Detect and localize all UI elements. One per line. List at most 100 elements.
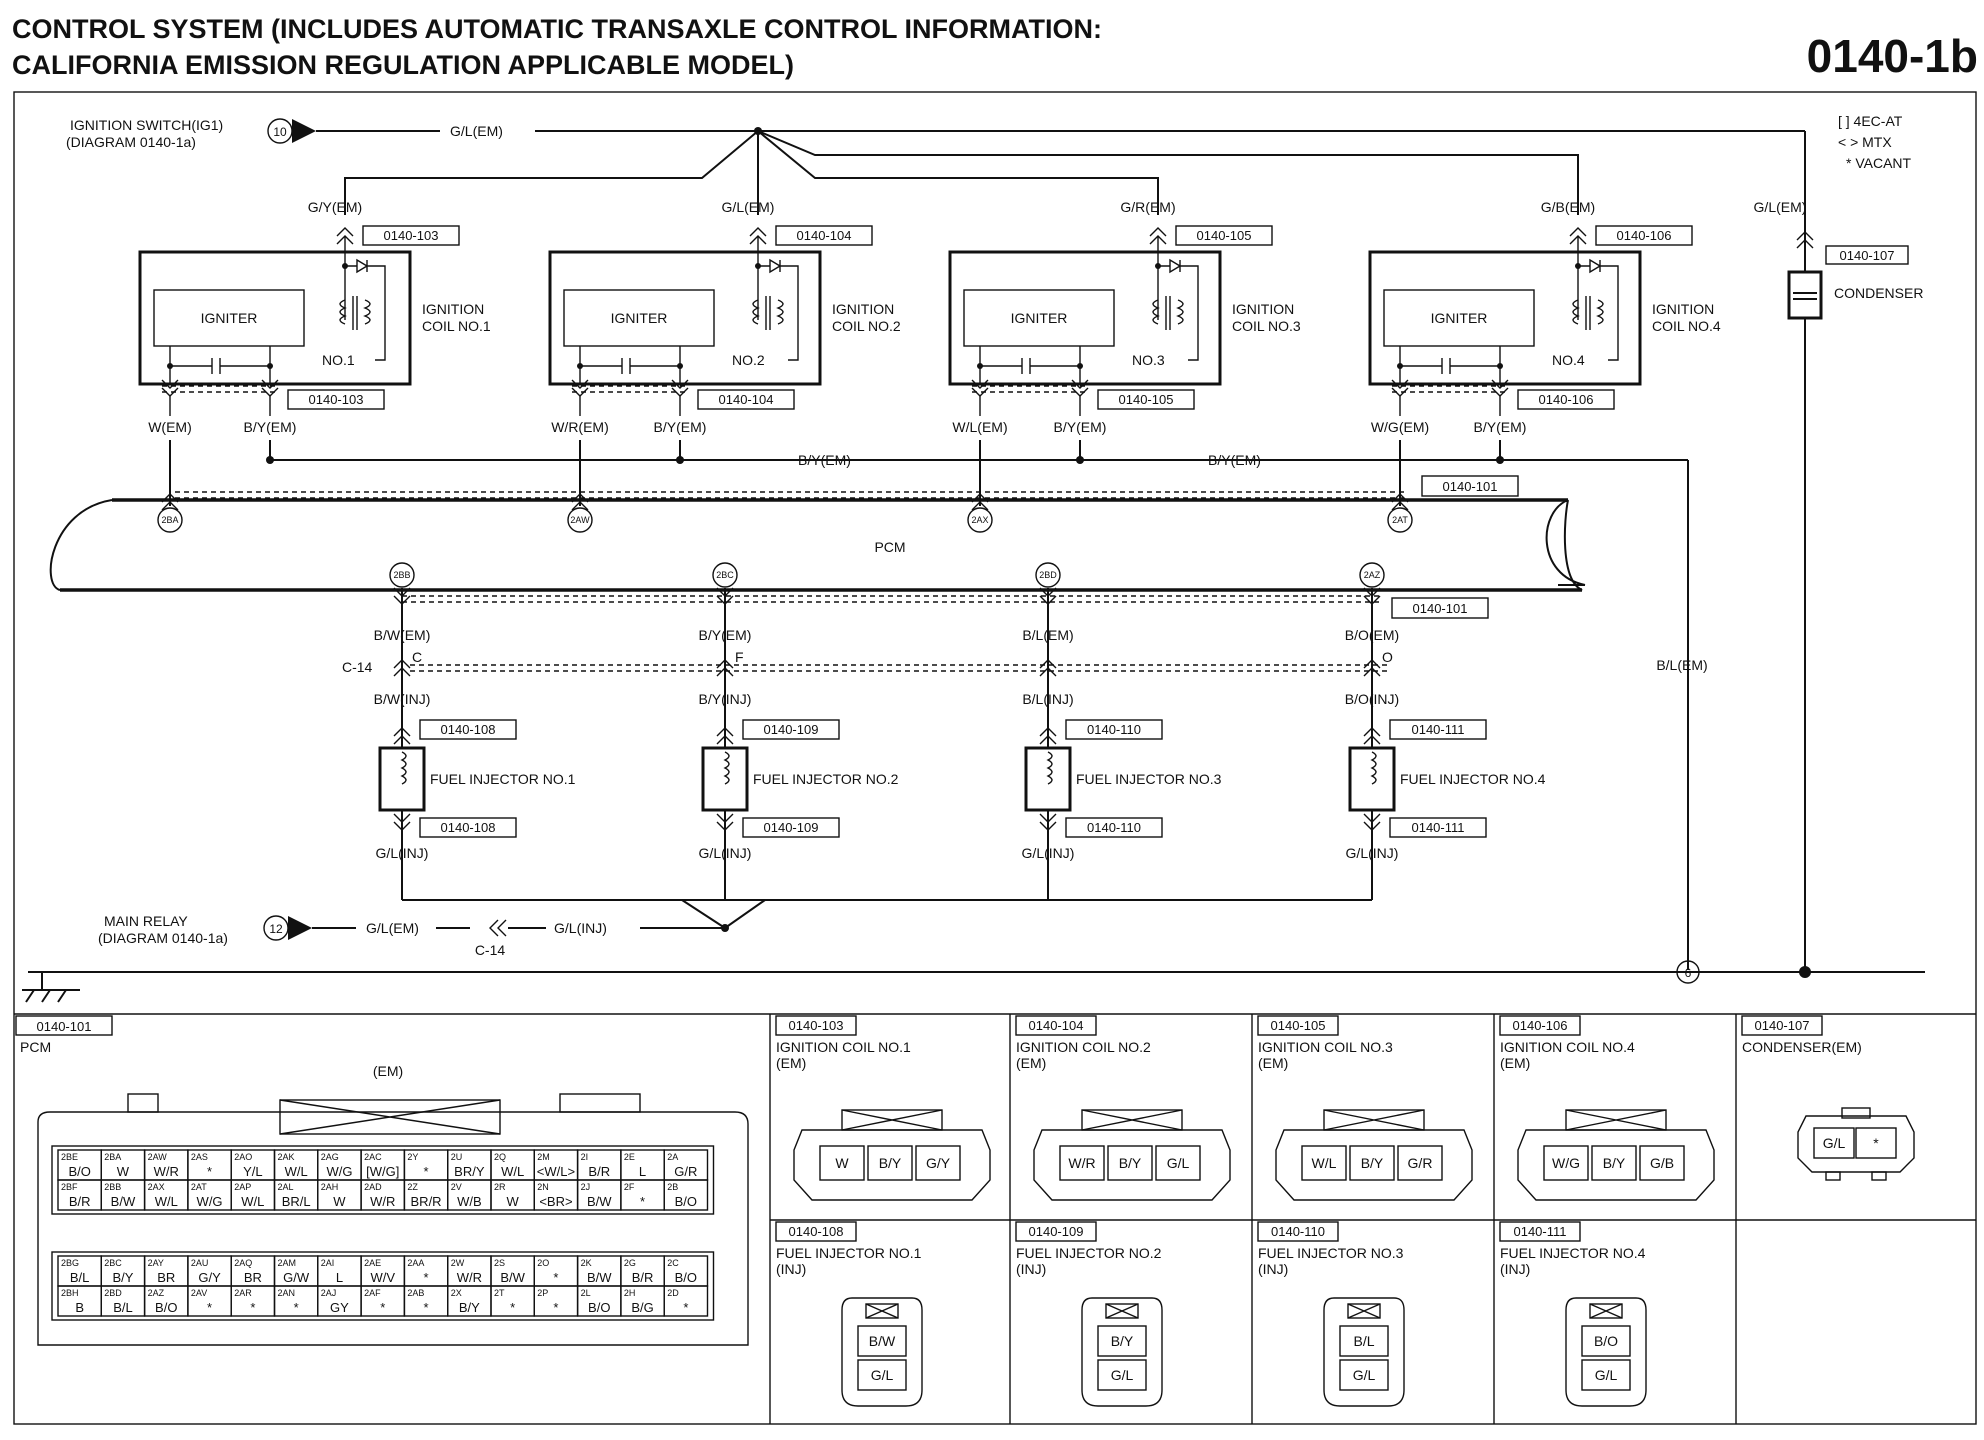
pcm-pin-2q: 2QW/L bbox=[490, 1149, 535, 1181]
injector-plug-shell bbox=[1081, 1297, 1163, 1407]
pcm-pin-number: 2AU bbox=[191, 1258, 209, 1268]
main-relay-arrow-icon bbox=[288, 916, 312, 940]
pcm-pin-color: B/W bbox=[500, 1270, 525, 1285]
igniter-label: IGNITER bbox=[1011, 310, 1068, 326]
pcm-pin-number: 2H bbox=[624, 1288, 636, 1298]
igniter-capacitor-icon bbox=[1400, 358, 1500, 374]
pcm-pin-number: 2BE bbox=[61, 1152, 78, 1162]
injector-bottom-conn-box bbox=[419, 817, 517, 838]
pcm-pin-number: 2AH bbox=[321, 1182, 339, 1192]
pcm-pin-color: W/B bbox=[457, 1194, 482, 1209]
pcm-pin-2y: 2Y* bbox=[403, 1149, 449, 1181]
pcm-pin-color: G/R bbox=[674, 1164, 697, 1179]
coil-top-conn-id: 0140-104 bbox=[797, 228, 852, 243]
injector-top-conn-id: 0140-111 bbox=[1411, 722, 1464, 737]
coil-number-label: NO.4 bbox=[1552, 352, 1585, 368]
pcm-pin-color: W/L bbox=[241, 1194, 264, 1209]
pcm-pin-number: 2T bbox=[494, 1288, 505, 1298]
pcm-pin-color: * bbox=[553, 1270, 558, 1285]
diagram-number: 0140-1b bbox=[1807, 30, 1978, 82]
coil-output-wire-a: W/G(EM) bbox=[1371, 419, 1429, 435]
coil-plug-pin: W/G bbox=[1552, 1155, 1580, 1171]
injector-top-connector-icon bbox=[393, 727, 411, 745]
pcm-pin-number: 2AZ bbox=[148, 1288, 165, 1298]
coil-diode-icon bbox=[345, 258, 386, 361]
ground-pin: 6 bbox=[1685, 966, 1692, 980]
pcm-pin-2aa: 2AA* bbox=[403, 1255, 449, 1287]
pcm-output-pin-circle bbox=[389, 562, 415, 588]
coil-output-wire-b: B/Y(EM) bbox=[1474, 419, 1527, 435]
conn-cell-name: CONDENSER(EM) bbox=[1742, 1039, 1862, 1055]
injector-wire-em: B/Y(EM) bbox=[699, 627, 752, 643]
pcm-pin-2ac: 2AC[W/G] bbox=[360, 1149, 406, 1181]
igniter-box bbox=[1383, 289, 1535, 347]
pcm-input-pin: 2AW bbox=[570, 515, 590, 525]
by-bus-label-2: B/Y(EM) bbox=[1208, 452, 1261, 468]
coil-top-wire-label: G/R(EM) bbox=[1120, 199, 1175, 215]
conn-cell-box bbox=[1741, 1015, 1823, 1036]
pcm-pin-2e: 2EL bbox=[620, 1149, 665, 1181]
igniter-capacitor-icon bbox=[580, 358, 680, 374]
pcm-output-pin: 2BC bbox=[716, 570, 734, 580]
pcm-pin-color: B/O bbox=[155, 1300, 177, 1315]
coil-name-line-1: IGNITION bbox=[1652, 301, 1714, 317]
pcm-top-conn-id: 0140-101 bbox=[1443, 479, 1498, 494]
gnd-wire-label: B/L(EM) bbox=[1656, 657, 1707, 673]
ignition-switch-label: IGNITION SWITCH(IG1) bbox=[70, 117, 223, 133]
coil-top-conn-id: 0140-105 bbox=[1197, 228, 1252, 243]
injector-top-connector-icon bbox=[1363, 727, 1381, 745]
coil-plug-shell bbox=[1517, 1129, 1715, 1201]
coil-bottom-conn-id: 0140-103 bbox=[309, 392, 364, 407]
coil-housing bbox=[138, 250, 412, 386]
pcm-input-pin: 2AX bbox=[971, 515, 988, 525]
injector-bottom-conn-box bbox=[1389, 817, 1487, 838]
pcm-pin-2w: 2WW/R bbox=[447, 1255, 492, 1287]
pcm-plug-latch bbox=[279, 1099, 501, 1135]
pcm-pin-color: B/O bbox=[675, 1270, 697, 1285]
pcm-output-pin: 2BD bbox=[1039, 570, 1057, 580]
injector-bottom-conn-id: 0140-108 bbox=[441, 820, 496, 835]
injector-label: FUEL INJECTOR NO.3 bbox=[1076, 771, 1222, 787]
igniter-capacitor-icon bbox=[170, 358, 270, 374]
pcm-pin-2an: 2AN* bbox=[273, 1285, 319, 1317]
coil-top-conn-box bbox=[362, 225, 460, 246]
pcm-pin-color: BR bbox=[157, 1270, 175, 1285]
pcm-input-pin-circle bbox=[967, 507, 993, 533]
injector-bottom-connector-icon bbox=[393, 813, 411, 831]
pcm-pin-color: B/W bbox=[587, 1194, 612, 1209]
pcm-pin-color: * bbox=[207, 1164, 212, 1179]
ground-icon bbox=[22, 972, 80, 1003]
pcm-pin-color: W/R bbox=[370, 1194, 395, 1209]
conn-cell-id: 0140-109 bbox=[1029, 1224, 1084, 1239]
pcm-pin-number: 2AC bbox=[364, 1152, 382, 1162]
pcm-pin-number: 2M bbox=[537, 1152, 550, 1162]
conn-cell-id: 0140-106 bbox=[1513, 1018, 1568, 1033]
pcm-pin-number: 2E bbox=[624, 1152, 635, 1162]
conn-cell-name: IGNITION COIL NO.2 bbox=[1016, 1039, 1151, 1055]
pcm-pin-2i: 2IB/R bbox=[576, 1149, 622, 1181]
coil-output-wire-a: W/L(EM) bbox=[952, 419, 1007, 435]
pcm-pin-color: BR/Y bbox=[454, 1164, 485, 1179]
pcm-pin-color: L bbox=[336, 1270, 343, 1285]
injector-wire-em: B/L(EM) bbox=[1022, 627, 1073, 643]
c14-connector-icon bbox=[1039, 659, 1057, 677]
injector-coil-icon bbox=[723, 751, 730, 785]
coil-output-wire-b: B/Y(EM) bbox=[1054, 419, 1107, 435]
pcm-pin-number: 2AK bbox=[278, 1152, 295, 1162]
condenser-plug-pin: * bbox=[1873, 1135, 1879, 1151]
